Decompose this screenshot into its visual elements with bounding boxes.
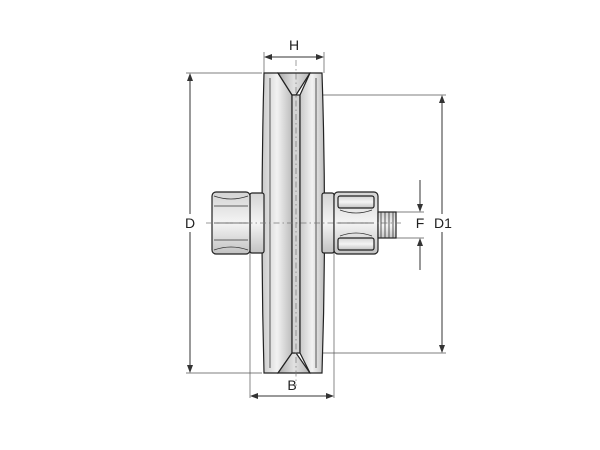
threaded-shaft [377, 211, 397, 239]
dimension-h: H [264, 37, 324, 60]
dimension-d: D [180, 73, 200, 373]
right-nut [333, 191, 379, 255]
label-d1: D1 [434, 215, 452, 231]
dimension-d1: D1 [430, 95, 456, 353]
label-b: B [287, 377, 296, 393]
extension-lines [186, 52, 446, 398]
dimension-f: F [416, 180, 425, 270]
label-f: F [416, 215, 425, 231]
left-nut [211, 191, 251, 255]
dimension-b: B [250, 377, 334, 399]
label-h: H [289, 37, 299, 53]
label-d: D [185, 215, 195, 231]
